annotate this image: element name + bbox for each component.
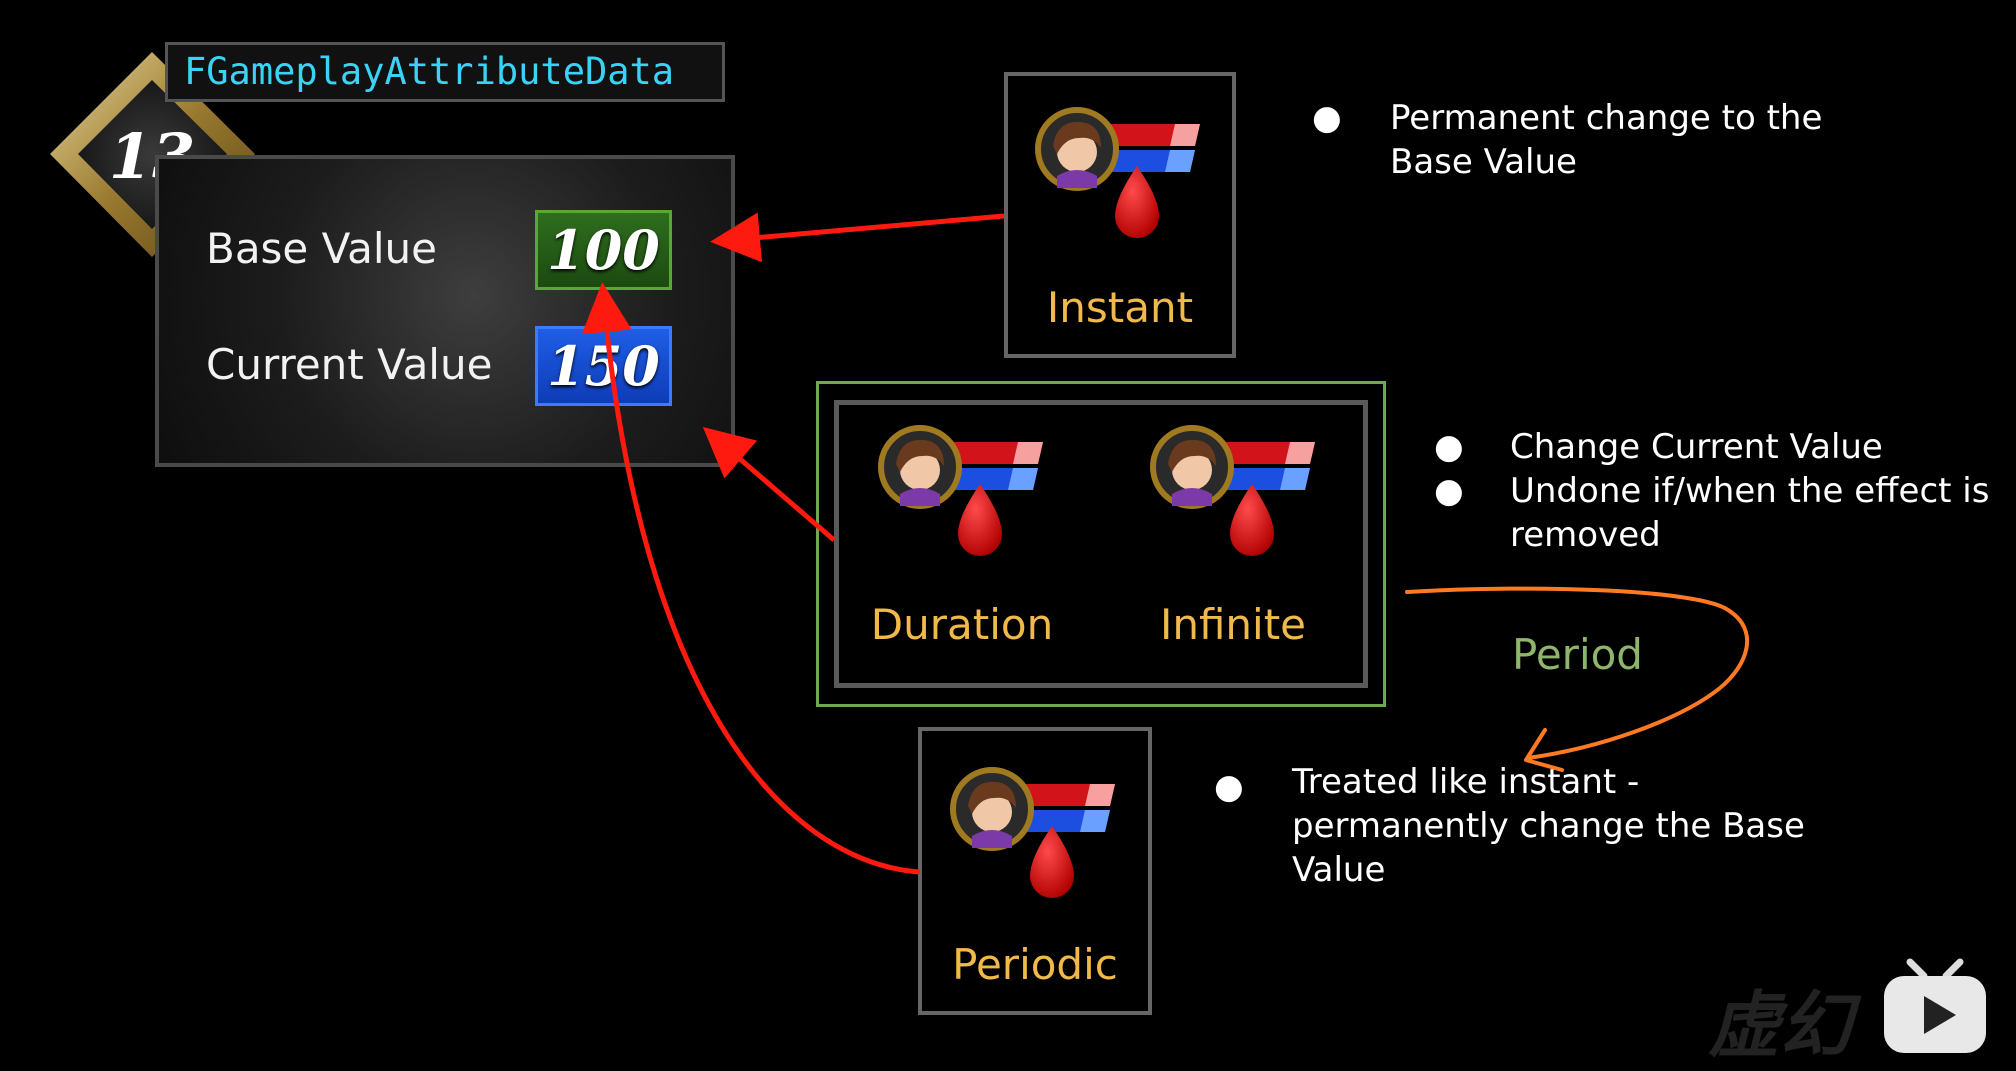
bullet-dot: ● <box>1214 767 1244 807</box>
current-value-label: Current Value <box>206 340 493 389</box>
duration-label: Duration <box>870 600 1054 649</box>
periodic-note-line: Treated like instant - <box>1292 762 1640 802</box>
bullet-dot: ● <box>1434 427 1464 467</box>
base-value-box: 100 <box>535 210 672 290</box>
current-value-box: 150 <box>535 326 672 406</box>
base-value-label: Base Value <box>206 224 437 273</box>
duration-note-line: removed <box>1510 515 1661 555</box>
struct-title: FGameplayAttributeData <box>165 42 725 102</box>
duration-note-2: Undone if/when the effect is removed <box>1510 469 1989 557</box>
instant-to-base-arrow <box>710 212 1005 263</box>
attribute-card <box>155 155 735 467</box>
periodic-note-line: Value <box>1292 850 1386 890</box>
instant-note-line: Base Value <box>1390 142 1577 182</box>
play-icon[interactable] <box>1880 958 1990 1053</box>
duration-note-1: Change Current Value <box>1510 427 1883 467</box>
duration-to-current-arrow <box>702 426 836 542</box>
periodic-to-base-arrow <box>581 282 921 875</box>
duration-note-line: Undone if/when the effect is <box>1510 471 1990 511</box>
instant-note-line: Permanent change to the <box>1390 98 1823 138</box>
bullet-dot: ● <box>1312 98 1342 138</box>
infinite-label: Infinite <box>1159 600 1307 649</box>
periodic-note-line: permanently change the Base <box>1292 806 1805 846</box>
watermark-text: 虚幻 <box>1708 982 1853 1067</box>
period-annotation-curve <box>1405 586 1749 760</box>
period-annotation-head <box>1524 728 1564 772</box>
periodic-label: Periodic <box>952 940 1118 989</box>
duration-infinite-group <box>816 381 1386 707</box>
periodic-note: Treated like instant - permanently chang… <box>1292 760 1805 892</box>
instant-note: Permanent change to the Base Value <box>1390 96 1822 184</box>
bullet-dot: ● <box>1434 471 1464 511</box>
duration-infinite-inner-box <box>834 400 1368 688</box>
instant-label: Instant <box>1046 283 1194 332</box>
period-label: Period <box>1512 630 1643 679</box>
